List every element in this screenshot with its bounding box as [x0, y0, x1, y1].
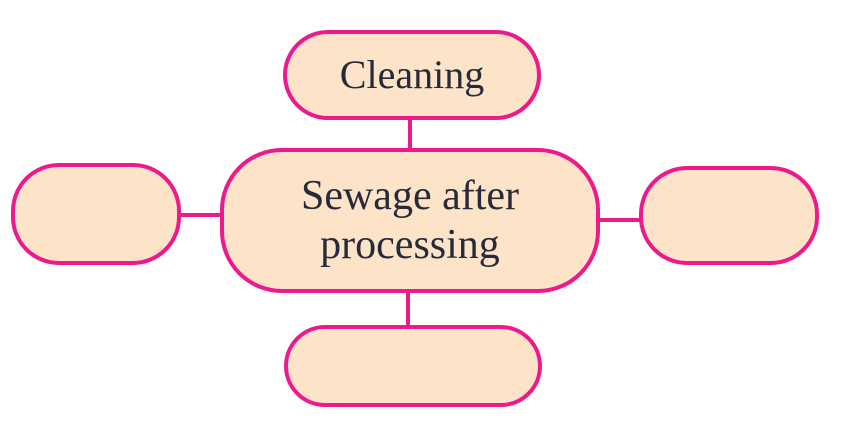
connector-right [596, 218, 642, 222]
node-bottom [284, 325, 542, 407]
node-center: Sewage after processing [220, 148, 600, 293]
connector-top [408, 118, 412, 150]
node-top: Cleaning [283, 30, 541, 120]
connector-bottom [406, 290, 410, 327]
node-top-label: Cleaning [339, 52, 485, 97]
connector-left [178, 213, 222, 217]
node-left [11, 163, 181, 265]
node-center-label: Sewage after processing [300, 173, 520, 268]
node-right [639, 166, 819, 265]
